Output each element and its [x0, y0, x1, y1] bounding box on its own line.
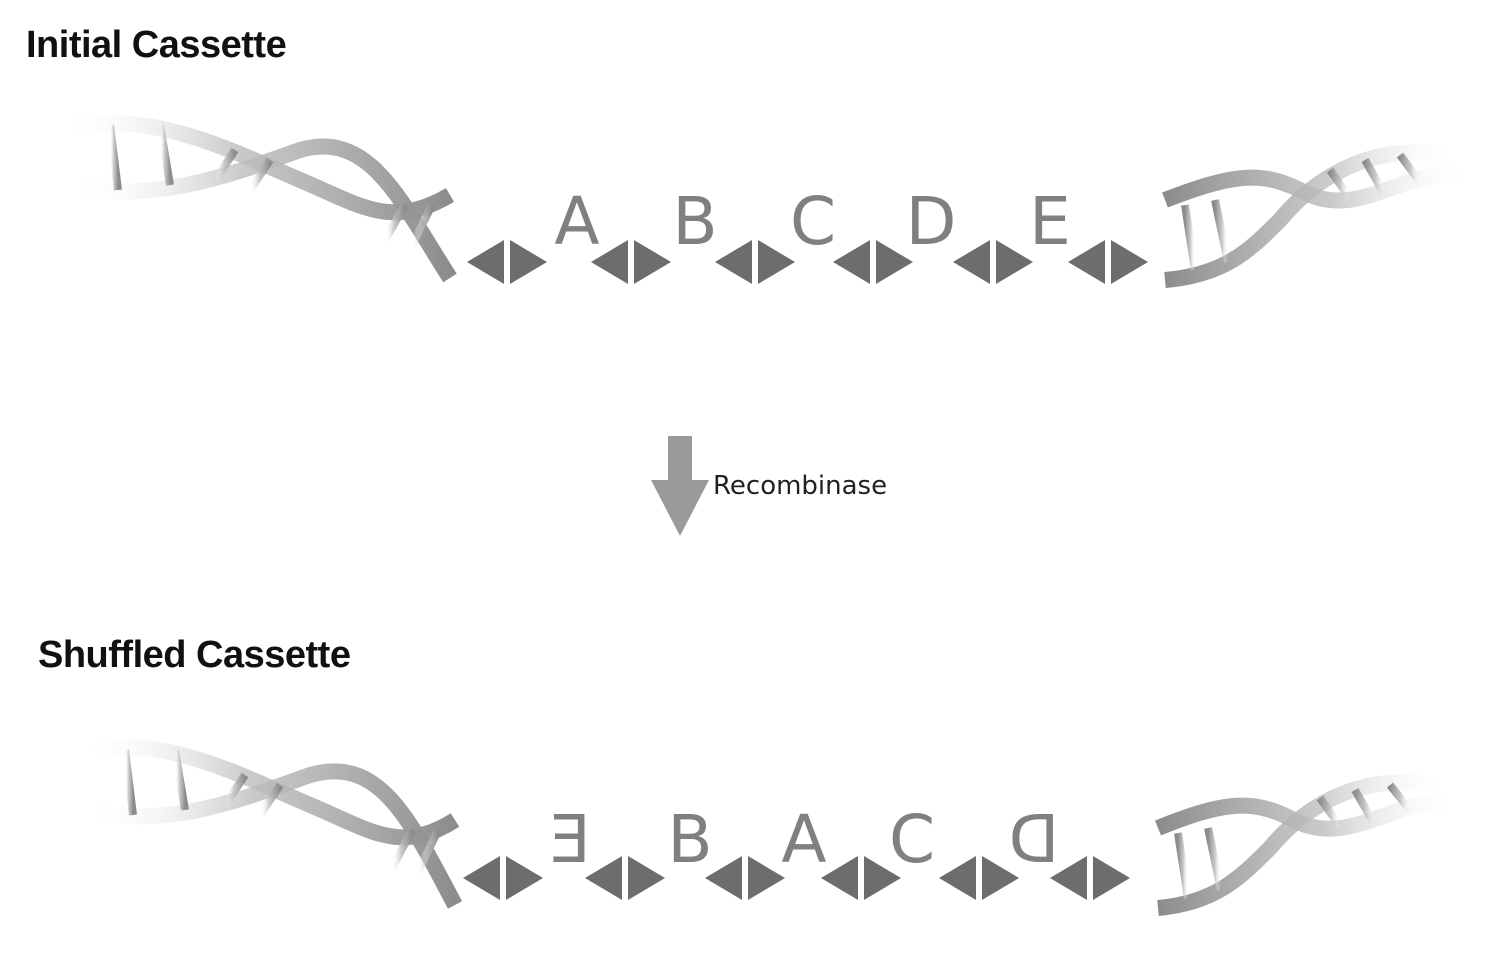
segment-label: A — [554, 183, 599, 260]
recombination-site-icon — [833, 240, 913, 284]
segment-label: C — [790, 183, 836, 260]
segment-label: E — [549, 801, 591, 878]
recombination-site-icon — [591, 240, 671, 284]
segment-label: D — [906, 183, 957, 260]
recombinase-label: Recombinase — [713, 471, 887, 501]
recombinase-arrow-icon — [651, 436, 709, 536]
recombination-site-icon — [821, 856, 901, 900]
recombination-site-icon — [585, 856, 665, 900]
recombination-site-icon — [715, 240, 795, 284]
recombination-site-icon — [1068, 240, 1148, 284]
segment-label: A — [781, 801, 826, 878]
recombination-site-icon — [953, 240, 1033, 284]
dna-helix-left-shuffled — [78, 738, 463, 909]
segment-label: B — [667, 801, 712, 878]
recombination-site-icon — [939, 856, 1019, 900]
shuffled-cassette-title: Shuffled Cassette — [38, 634, 351, 676]
dna-helix-left-initial — [58, 114, 457, 283]
recombination-site-icon — [1050, 856, 1130, 900]
recombination-site-icon — [467, 240, 547, 284]
recombination-site-icon — [705, 856, 785, 900]
dna-helix-right-shuffled — [1155, 774, 1462, 916]
initial-cassette-row: A B C D E — [467, 183, 1148, 284]
initial-cassette-title: Initial Cassette — [26, 24, 287, 66]
dna-helix-right-initial — [1162, 144, 1473, 288]
segment-label: E — [1029, 183, 1071, 260]
segment-label: C — [889, 801, 935, 878]
segment-label: D — [1009, 801, 1060, 878]
recombination-site-icon — [463, 856, 543, 900]
shuffled-cassette-row: E B A C D — [463, 801, 1130, 900]
segment-label: B — [672, 183, 717, 260]
